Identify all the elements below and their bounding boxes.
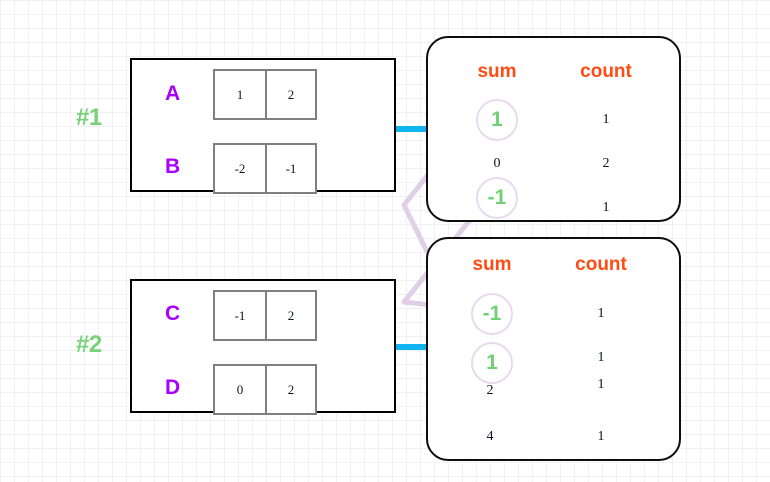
bottom-table-row3-sum: 2 xyxy=(486,383,494,398)
bottom-table-header-sum: sum xyxy=(472,254,512,275)
row-label-a: A xyxy=(165,82,181,105)
top-table-row2-count: 2 xyxy=(602,156,610,171)
top-table-row3-count: 1 xyxy=(602,200,610,215)
group-label-2: #2 xyxy=(76,331,102,358)
cell-a-1: 2 xyxy=(265,71,315,118)
bottom-table-row1-sum: -1 xyxy=(482,302,502,325)
top-table-header-count: count xyxy=(580,61,632,82)
top-table-row1-sum: 1 xyxy=(491,108,503,131)
row-label-b: B xyxy=(165,155,181,178)
cell-d-1: 2 xyxy=(265,366,315,413)
row-label-c: C xyxy=(165,302,181,325)
cell-b-0: -2 xyxy=(234,160,246,176)
bottom-table-row2-count: 1 xyxy=(597,350,605,365)
cell-a-0: 1 xyxy=(236,86,244,102)
bottom-table-panel xyxy=(426,237,681,461)
bottom-table-row2-sum: 1 xyxy=(486,351,498,374)
top-table-panel xyxy=(426,36,681,222)
top-table-row3-sum: -1 xyxy=(487,186,507,209)
row-cells-a: 1 2 xyxy=(213,69,317,120)
bottom-table-row4-sum: 4 xyxy=(486,429,494,444)
cell-b-1: -1 xyxy=(265,145,315,192)
row-cells-b: -2 -1 xyxy=(213,143,317,194)
top-table-header-sum: sum xyxy=(477,61,517,82)
cell-c-0: -1 xyxy=(234,307,246,323)
row-cells-c: -1 2 xyxy=(213,290,317,341)
cell-c-1: 2 xyxy=(265,292,315,339)
bottom-table-row3-count: 1 xyxy=(597,377,605,392)
bottom-table-row1-count: 1 xyxy=(597,306,605,321)
group-label-1: #1 xyxy=(76,104,102,131)
row-cells-d: 0 2 xyxy=(213,364,317,415)
row-label-d: D xyxy=(165,376,181,399)
top-table-row1-count: 1 xyxy=(602,112,610,127)
cell-d-0: 0 xyxy=(236,381,244,397)
bottom-table-header-count: count xyxy=(575,254,627,275)
bottom-table-row4-count: 1 xyxy=(597,429,605,444)
top-table-row2-sum: 0 xyxy=(493,156,501,171)
